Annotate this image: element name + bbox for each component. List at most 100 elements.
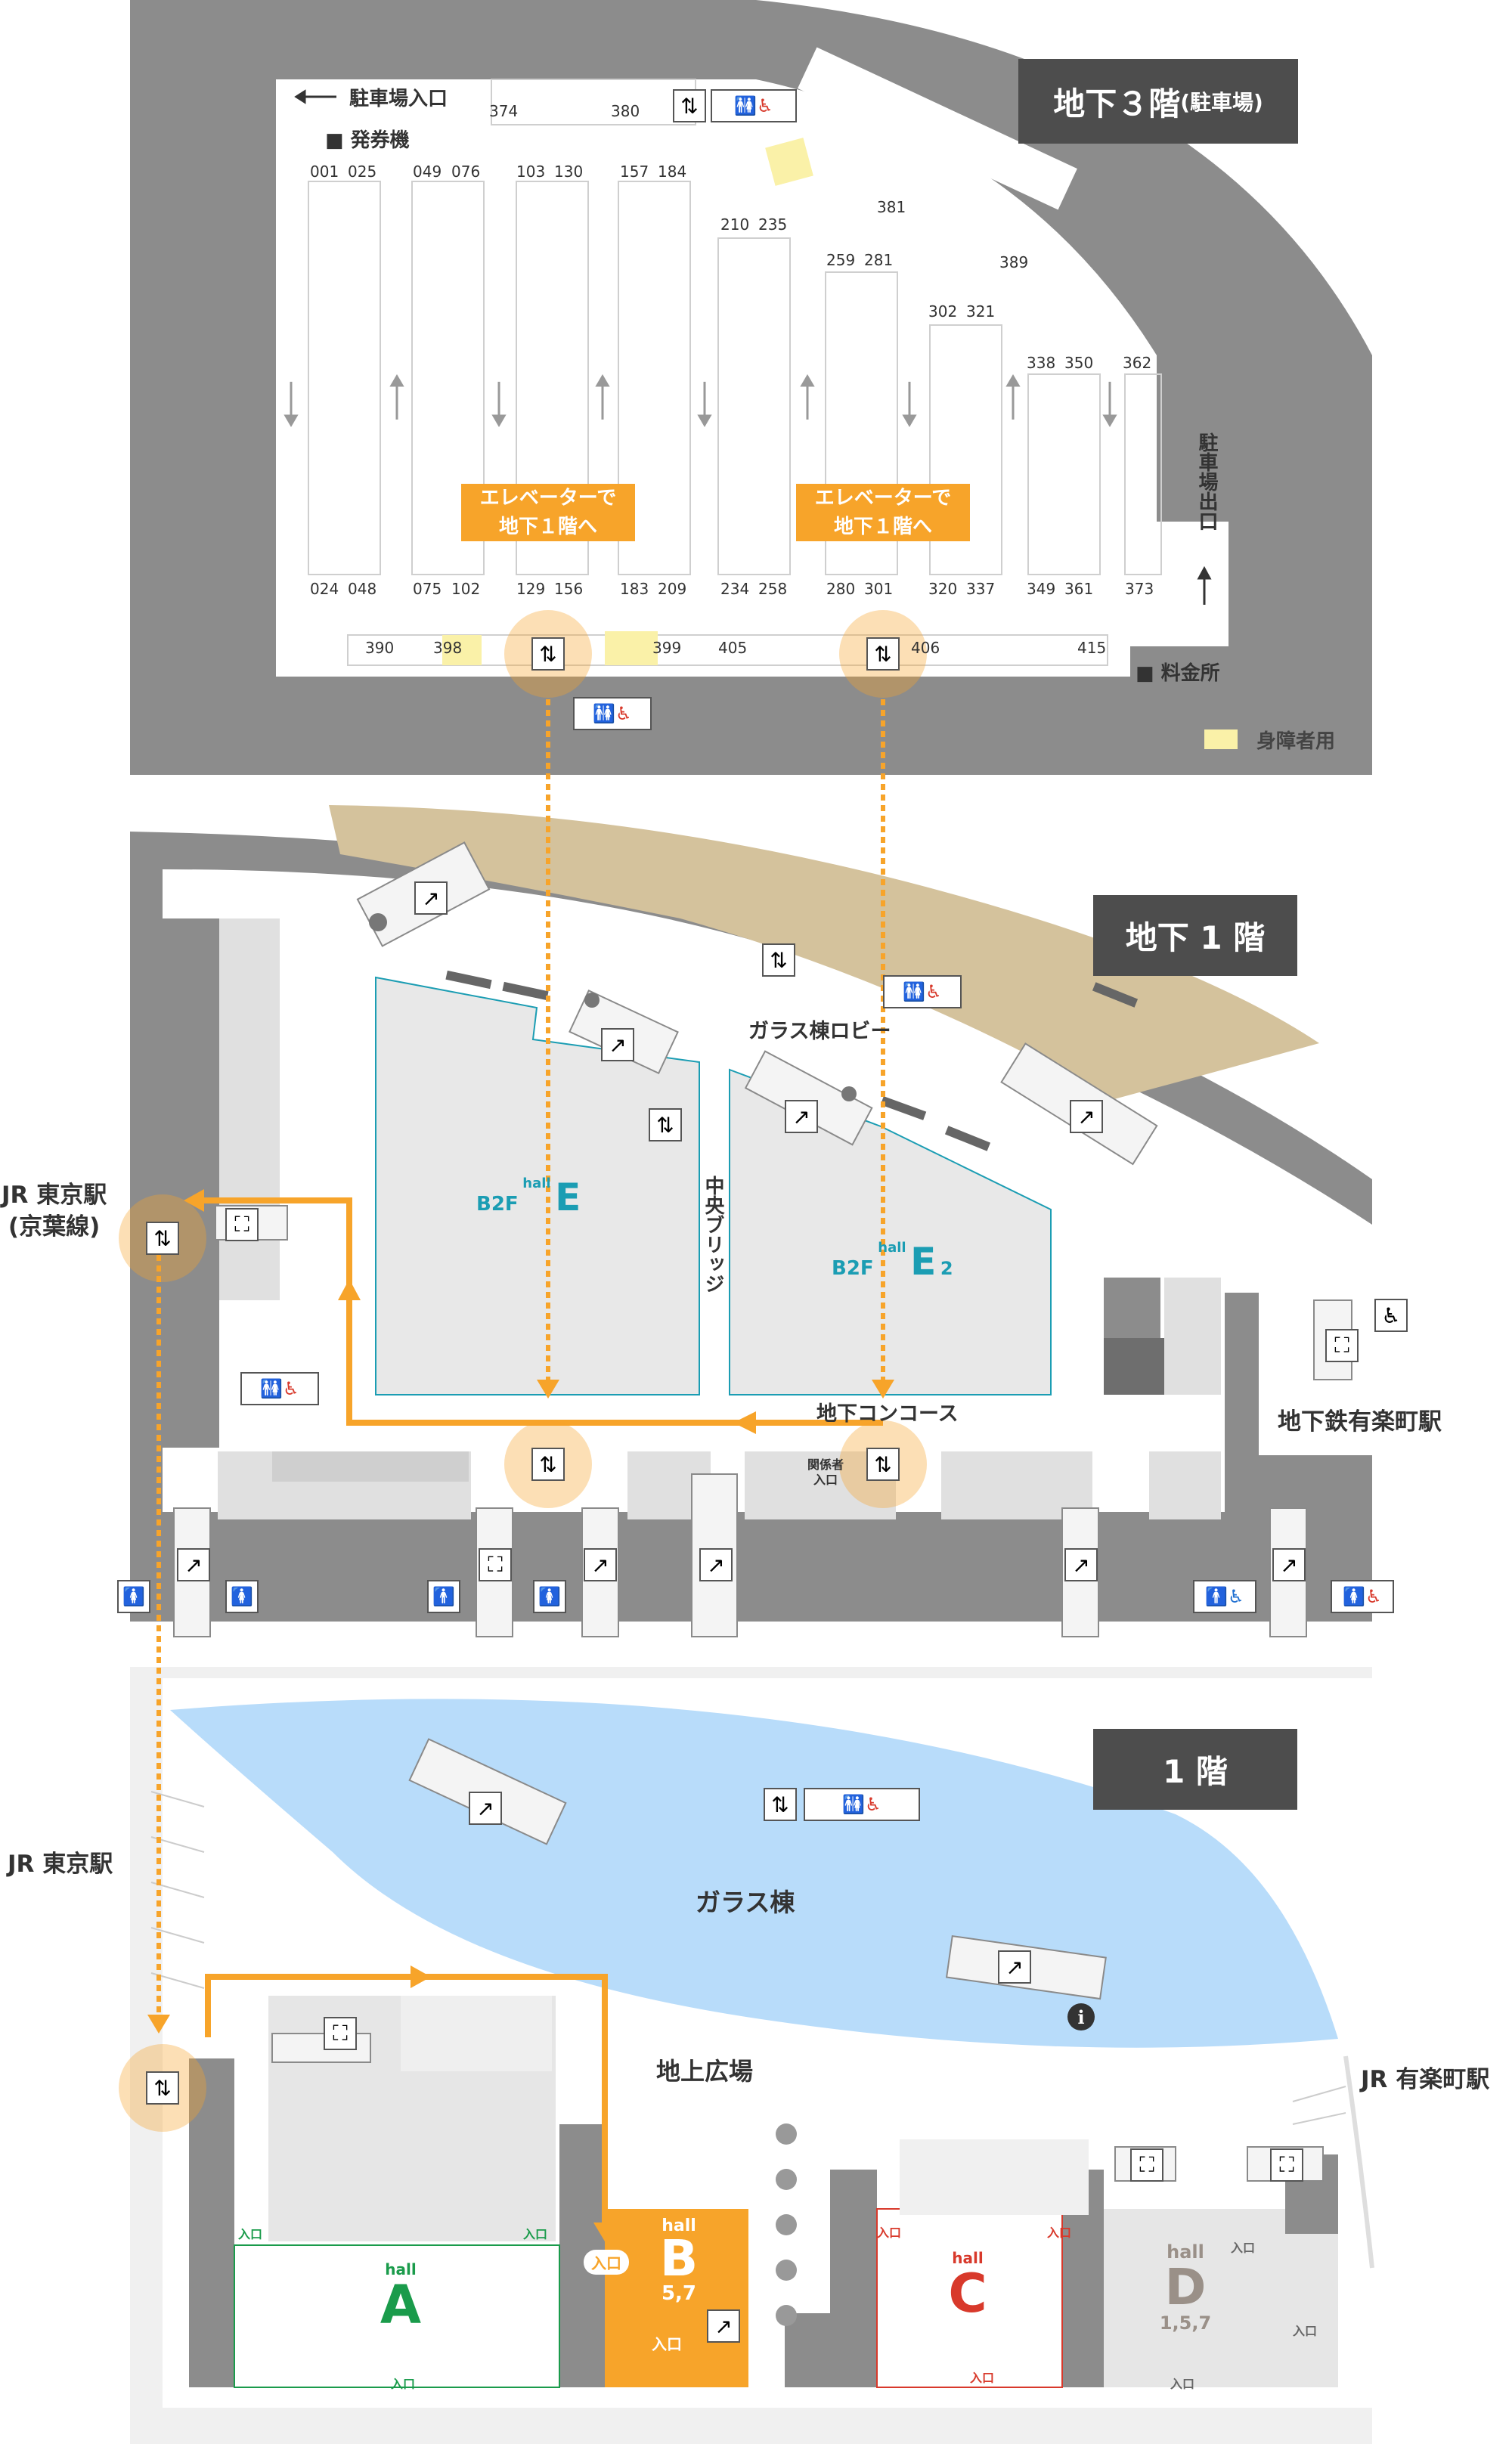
b3-floor	[130, 0, 1372, 775]
restroom-icon: 🚻♿	[883, 975, 962, 1008]
stall-number: 102	[451, 580, 481, 598]
hall-a-entrance: 入口	[238, 2227, 263, 2241]
stall-number: 103	[516, 163, 546, 181]
stall-number: 129	[516, 580, 546, 598]
b1-column	[584, 993, 600, 1008]
jr-yurakucho-label: JR 有楽町駅	[1361, 2066, 1490, 2093]
stall-number: 156	[554, 580, 584, 598]
restroom-icon: 🚻♿	[240, 1372, 319, 1405]
legend-disabled-label: 身障者用	[1256, 730, 1336, 753]
escalator-icon: ↗	[601, 1028, 634, 1061]
hall-d-nums: 1,5,7	[1159, 2312, 1212, 2334]
stall-number: 374	[489, 102, 519, 120]
ground-plaza-label: 地上広場	[656, 2057, 754, 2086]
b1-bottom-rooms	[218, 1451, 1221, 1519]
floor-badge-f1-label: 1 階	[1163, 1753, 1228, 1790]
escalator-icon: ↗	[414, 881, 448, 915]
glass-lobby-label: ガラス棟ロビー	[748, 1020, 891, 1043]
stairs-icon: ⛶	[225, 1208, 259, 1241]
ticket-machine-text: 発券機	[350, 129, 410, 152]
hall-e2-name: hall	[878, 1240, 906, 1256]
hall-e1-outline	[375, 976, 700, 1395]
stall-number: 390	[365, 639, 395, 657]
stall-number: 025	[348, 163, 377, 181]
stall-number: 258	[758, 580, 788, 598]
hall-b-entrance: 入口	[652, 2335, 682, 2353]
route-b1-top	[200, 1197, 352, 1296]
floor-badge-b1-label: 地下 1 階	[1125, 919, 1266, 956]
stall-number: 157	[620, 163, 649, 181]
escalator-icon: ↗	[1272, 1548, 1306, 1581]
stairs-icon: ⛶	[324, 2017, 357, 2050]
b1-left-column	[163, 918, 219, 1448]
stall-number: 301	[864, 580, 894, 598]
elevator-callout-right: エレベーターで 地下１階へ	[796, 484, 970, 541]
hall-e1-label: B2F hall E	[476, 1176, 581, 1219]
elevator-icon: ⇅	[762, 943, 795, 977]
stall-number: 415	[1077, 639, 1107, 657]
b1-lower-band	[130, 1519, 1372, 1572]
toll-label: ■ 料金所	[1136, 658, 1220, 686]
route-f1	[205, 1974, 608, 2223]
stall-number: 001	[310, 163, 339, 181]
f1-floor	[130, 1667, 1374, 2444]
parking-entrance-label: 駐車場入口	[349, 88, 448, 110]
restroom-icon: 🚺	[117, 1580, 150, 1613]
elevator-icon: ⇅	[531, 637, 565, 671]
stall-number: 075	[413, 580, 442, 598]
jr-tokyo-label: JR 東京駅	[8, 1851, 113, 1878]
stall-number: 398	[433, 639, 463, 657]
exit-arrow	[1197, 565, 1212, 605]
elevator-icon: ⇅	[764, 1788, 797, 1821]
escalator-icon: ↗	[785, 1100, 818, 1133]
stall-number: 210	[720, 215, 750, 234]
stall-number: 405	[718, 639, 748, 657]
restroom-icon: 🚻♿	[711, 89, 797, 122]
stall-number: 209	[658, 580, 687, 598]
f1-gray-blocks	[268, 1996, 556, 2241]
escalator-icon: ↗	[1064, 1548, 1098, 1581]
floor-badge-b1: 地下 1 階	[1093, 895, 1297, 976]
hall-d-name: hall	[1167, 2241, 1204, 2263]
b1-left-room	[219, 918, 280, 1300]
hall-b-letter: B	[659, 2229, 699, 2288]
ticket-machine-icon: ■	[325, 129, 344, 152]
escalator-icon: ↗	[177, 1548, 210, 1581]
stall-number: 183	[620, 580, 649, 598]
restroom-icon: 🚺♿	[1331, 1580, 1394, 1613]
restroom-icon: 🚹	[427, 1580, 460, 1613]
escalator-icon: ↗	[469, 1792, 502, 1825]
hall-d-label: hall D 1,5,7	[1148, 2241, 1223, 2334]
floor-badge-b3-label: 地下３階	[1053, 85, 1181, 122]
entrance-arrow	[294, 89, 336, 104]
stall-number: 234	[720, 580, 750, 598]
hall-e1-letter: E	[555, 1176, 581, 1219]
hall-b-name: hall	[662, 2216, 696, 2235]
escalator-icon: ↗	[998, 1950, 1031, 1984]
elevator-icon: ⇅	[531, 1448, 565, 1481]
hall-a-entrance: 入口	[523, 2227, 548, 2241]
route-lines	[156, 699, 885, 2223]
hall-d-entrance: 入口	[1231, 2241, 1256, 2255]
hall-d-letter: D	[1164, 2258, 1207, 2316]
stall-number: 380	[611, 102, 640, 120]
b1-column	[369, 913, 387, 931]
stall-number: 338	[1027, 354, 1056, 372]
stall-number: 361	[1064, 580, 1094, 598]
stall-number: 373	[1125, 580, 1154, 598]
restroom-icon: 🚹♿	[1193, 1580, 1256, 1613]
elevator-callout-left: エレベーターで 地下１階へ	[461, 484, 635, 541]
elevator-icon: ⇅	[866, 1448, 900, 1481]
elevator-icon: ⇅	[146, 2071, 179, 2105]
stairs-icon: ⛶	[1130, 2148, 1163, 2182]
b1-tan-roof	[329, 805, 1319, 1100]
stall-number: 130	[554, 163, 584, 181]
restroom-icon: 🚺	[533, 1580, 566, 1613]
elevator-icon: ⇅	[866, 637, 900, 671]
b1-glass-dashes	[445, 970, 1139, 1151]
hall-e1-floor: B2F	[476, 1193, 519, 1216]
disabled-space	[442, 635, 482, 665]
route-b1-main	[346, 1300, 883, 1426]
escalator-icon: ↗	[584, 1548, 617, 1581]
